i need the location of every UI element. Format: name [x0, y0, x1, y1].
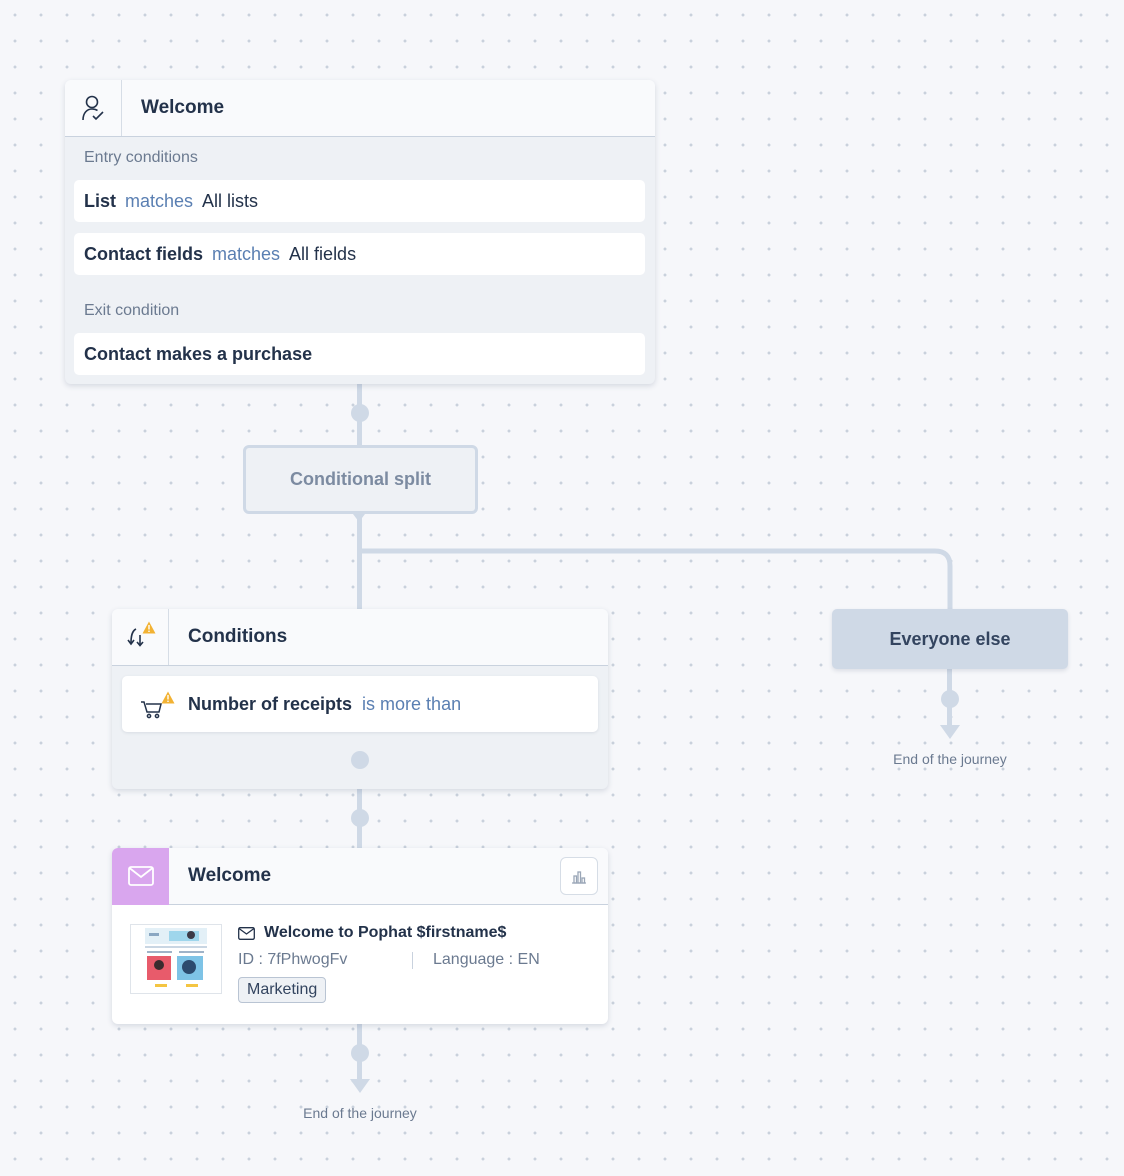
condition-operator: matches	[125, 190, 194, 211]
connector-split-to-conditions	[357, 512, 362, 609]
condition-rule-receipts[interactable]: Number of receipts is more than	[122, 676, 598, 732]
email-card[interactable]: Welcome	[112, 848, 608, 1024]
small-mail-icon	[238, 926, 255, 940]
email-id: ID : 7fPhwogFv	[238, 951, 348, 968]
split-arrows-icon	[112, 609, 169, 665]
conditional-split-node[interactable]: Conditional split	[243, 445, 478, 514]
connector-dot[interactable]	[351, 404, 369, 422]
conditional-split-label: Conditional split	[290, 469, 431, 489]
exit-condition-row[interactable]: Contact makes a purchase	[74, 333, 645, 375]
condition-key: List	[84, 190, 117, 211]
entry-condition-contact-fields[interactable]: Contact fields matches All fields	[74, 233, 645, 275]
email-thumbnail[interactable]	[130, 924, 222, 994]
end-of-journey-label: End of the journey	[303, 1105, 417, 1121]
conditions-card[interactable]: Conditions Number of receipts is more th…	[112, 609, 608, 789]
condition-operator: matches	[212, 243, 281, 264]
exit-condition-value: Contact makes a purchase	[84, 343, 313, 364]
end-of-journey-label: End of the journey	[893, 751, 1007, 767]
email-subject: Welcome to Pophat $firstname$	[264, 924, 507, 941]
conditions-card-title: Conditions	[188, 626, 288, 647]
condition-key: Contact fields	[84, 243, 204, 264]
warning-icon	[161, 691, 175, 704]
branch-connector	[359, 548, 953, 612]
conditions-card-header: Conditions	[112, 609, 608, 666]
entry-card-header: Welcome	[65, 80, 655, 137]
email-subject-row: Welcome to Pophat $firstname$	[238, 924, 506, 942]
entry-card-title: Welcome	[141, 97, 225, 118]
entry-conditions-label: Entry conditions	[84, 149, 198, 166]
email-tag: Marketing	[238, 977, 327, 1003]
email-card-header: Welcome	[112, 848, 608, 905]
bar-chart-icon[interactable]	[560, 857, 598, 895]
email-language: Language : EN	[433, 951, 540, 968]
entry-card[interactable]: Welcome Entry conditions List matches Al…	[65, 80, 655, 384]
user-check-icon	[65, 80, 122, 136]
warning-icon	[142, 621, 156, 634]
condition-value: All lists	[202, 190, 259, 211]
email-card-title: Welcome	[188, 865, 272, 886]
entry-condition-list[interactable]: List matches All lists	[74, 180, 645, 222]
end-arrow-icon	[940, 725, 960, 739]
mail-icon	[112, 848, 169, 905]
rule-key: Number of receipts	[188, 693, 353, 714]
connector-dot[interactable]	[941, 690, 959, 708]
rule-operator: is more than	[362, 693, 462, 714]
everyone-else-branch[interactable]: Everyone else	[832, 609, 1068, 669]
connector-dot[interactable]	[351, 751, 369, 769]
meta-divider	[412, 952, 413, 969]
exit-condition-label: Exit condition	[84, 302, 180, 319]
condition-value: All fields	[289, 243, 357, 264]
end-arrow-icon	[350, 1079, 370, 1093]
everyone-else-label: Everyone else	[889, 628, 1011, 649]
connector-dot[interactable]	[351, 1044, 369, 1062]
cart-icon	[130, 689, 176, 719]
connector-dot[interactable]	[351, 809, 369, 827]
